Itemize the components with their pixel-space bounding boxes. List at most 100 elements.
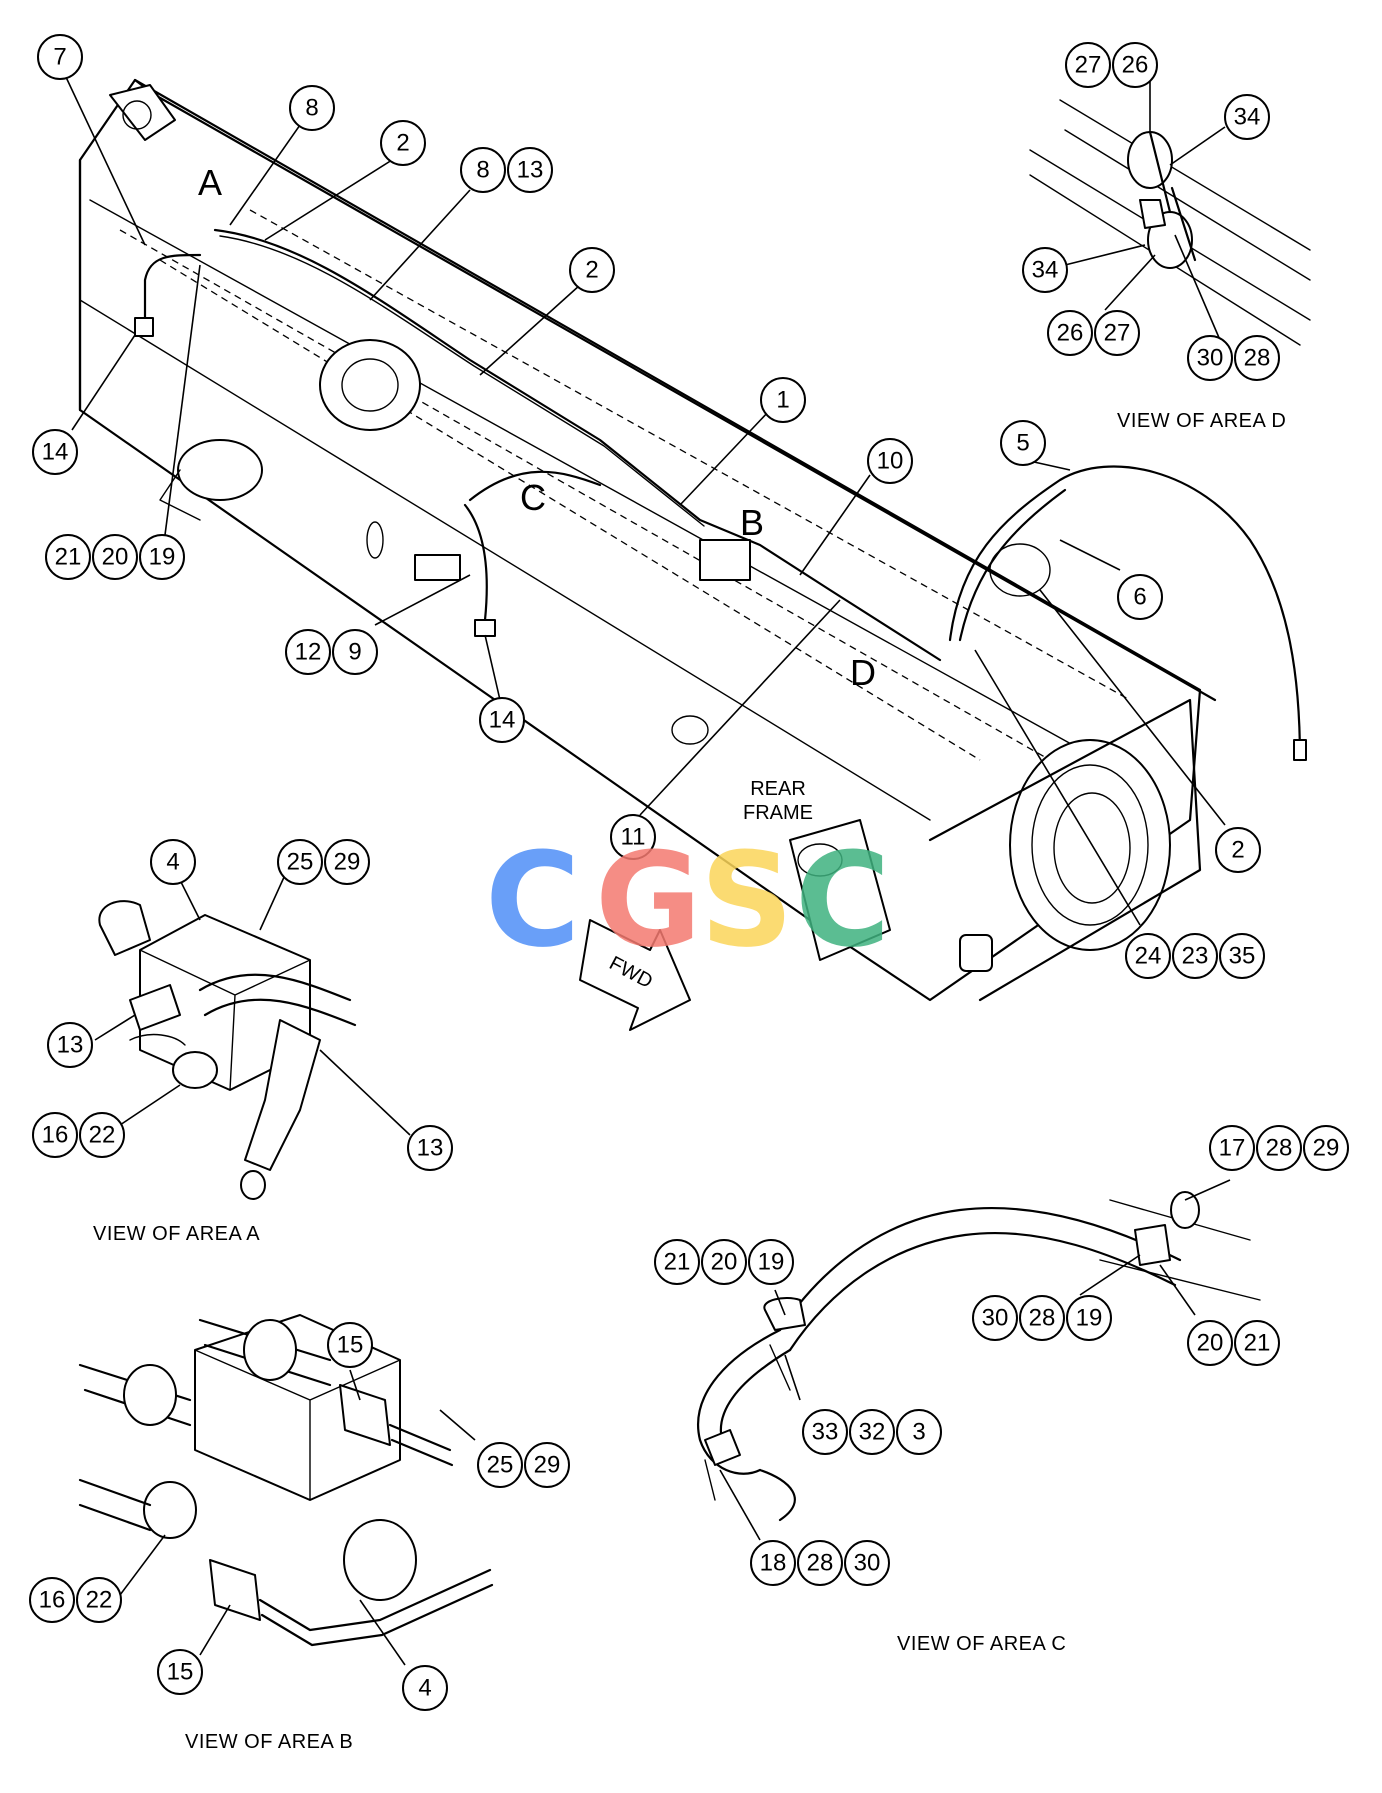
callout-main-11: 11 xyxy=(610,814,656,860)
svg-text:4: 4 xyxy=(418,1675,431,1702)
svg-text:2: 2 xyxy=(396,130,409,157)
callout-d-26a: 26 xyxy=(1112,42,1158,88)
svg-text:5: 5 xyxy=(1016,430,1029,457)
svg-text:7: 7 xyxy=(53,44,66,71)
callout-c-29: 29 xyxy=(1303,1125,1349,1171)
callout-c-28a: 28 xyxy=(1256,1125,1302,1171)
callout-main-7: 7 xyxy=(37,34,83,80)
area-letter-b: B xyxy=(740,502,764,543)
callout-a-22: 22 xyxy=(79,1112,125,1158)
svg-text:23: 23 xyxy=(1182,943,1209,970)
svg-text:29: 29 xyxy=(534,1452,561,1479)
svg-text:21: 21 xyxy=(55,544,82,571)
rear-frame-label-line2: FRAME xyxy=(743,802,813,824)
svg-text:6: 6 xyxy=(1133,584,1146,611)
svg-text:35: 35 xyxy=(1229,943,1256,970)
callout-a-13b: 13 xyxy=(407,1125,453,1171)
svg-text:15: 15 xyxy=(337,1332,364,1359)
svg-text:19: 19 xyxy=(149,544,176,571)
callout-a-29: 29 xyxy=(324,839,370,885)
svg-text:20: 20 xyxy=(711,1249,738,1276)
area-a-drawing xyxy=(98,900,357,1200)
svg-text:19: 19 xyxy=(758,1249,785,1276)
svg-text:16: 16 xyxy=(42,1122,69,1149)
callout-b-15a: 15 xyxy=(327,1322,373,1368)
callout-main-14b: 14 xyxy=(479,697,525,743)
svg-text:C: C xyxy=(795,824,890,976)
callout-a-4: 4 xyxy=(150,839,196,885)
fwd-arrow: FWD xyxy=(579,919,691,1031)
callout-b-15b: 15 xyxy=(157,1649,203,1695)
cgsc-watermark: C G S C xyxy=(485,824,890,976)
rear-frame-drawing xyxy=(78,78,1307,1002)
svg-text:34: 34 xyxy=(1032,257,1059,284)
svg-text:29: 29 xyxy=(1313,1135,1340,1162)
callout-c-20a: 20 xyxy=(701,1239,747,1285)
callout-main-2c: 2 xyxy=(1215,827,1261,873)
svg-text:1: 1 xyxy=(776,387,789,414)
svg-text:26: 26 xyxy=(1122,52,1149,79)
callout-main-10: 10 xyxy=(867,438,913,484)
callout-main-1: 1 xyxy=(760,377,806,423)
caption-area-c: VIEW OF AREA C xyxy=(897,1633,1066,1655)
callout-c-20b: 20 xyxy=(1187,1320,1233,1366)
callout-c-17: 17 xyxy=(1209,1125,1255,1171)
area-c-drawing xyxy=(697,1191,1261,1522)
callout-c-28c: 28 xyxy=(797,1540,843,1586)
svg-text:13: 13 xyxy=(417,1135,444,1162)
callout-b-22: 22 xyxy=(76,1577,122,1623)
svg-text:22: 22 xyxy=(86,1587,113,1614)
callout-a-16: 16 xyxy=(32,1112,78,1158)
svg-text:30: 30 xyxy=(854,1550,881,1577)
svg-text:24: 24 xyxy=(1135,943,1162,970)
svg-text:13: 13 xyxy=(517,157,544,184)
svg-text:20: 20 xyxy=(1197,1330,1224,1357)
svg-text:4: 4 xyxy=(166,849,179,876)
svg-text:26: 26 xyxy=(1057,320,1084,347)
svg-text:28: 28 xyxy=(1244,345,1271,372)
callout-d-34a: 34 xyxy=(1224,94,1270,140)
svg-text:32: 32 xyxy=(859,1419,886,1446)
callout-main-23: 23 xyxy=(1172,933,1218,979)
callout-main-2b: 2 xyxy=(569,247,615,293)
svg-text:20: 20 xyxy=(102,544,129,571)
svg-text:21: 21 xyxy=(1244,1330,1271,1357)
caption-area-b: VIEW OF AREA B xyxy=(185,1731,353,1753)
callout-c-18: 18 xyxy=(750,1540,796,1586)
callout-main-21: 21 xyxy=(45,534,91,580)
callout-d-30: 30 xyxy=(1187,335,1233,381)
callout-c-21b: 21 xyxy=(1234,1320,1280,1366)
svg-text:28: 28 xyxy=(1029,1305,1056,1332)
callout-main-19: 19 xyxy=(139,534,185,580)
callout-c-30a: 30 xyxy=(972,1295,1018,1341)
svg-text:18: 18 xyxy=(760,1550,787,1577)
callout-c-33: 33 xyxy=(802,1409,848,1455)
svg-text:14: 14 xyxy=(42,439,69,466)
svg-text:3: 3 xyxy=(912,1419,925,1446)
callout-main-12: 12 xyxy=(285,629,331,675)
svg-text:29: 29 xyxy=(334,849,361,876)
svg-text:17: 17 xyxy=(1219,1135,1246,1162)
svg-text:25: 25 xyxy=(287,849,314,876)
svg-text:22: 22 xyxy=(89,1122,116,1149)
callout-d-27a: 27 xyxy=(1065,42,1111,88)
svg-text:27: 27 xyxy=(1104,320,1131,347)
callout-main-8b: 8 xyxy=(460,147,506,193)
svg-text:30: 30 xyxy=(1197,345,1224,372)
svg-text:8: 8 xyxy=(305,95,318,122)
callout-main-9: 9 xyxy=(332,629,378,675)
callout-main-35: 35 xyxy=(1219,933,1265,979)
caption-area-a: VIEW OF AREA A xyxy=(93,1223,260,1245)
callout-d-27b: 27 xyxy=(1094,310,1140,356)
callout-c-30b: 30 xyxy=(844,1540,890,1586)
callout-main-14a: 14 xyxy=(32,429,78,475)
callout-d-28: 28 xyxy=(1234,335,1280,381)
area-d-drawing xyxy=(1029,99,1311,346)
leader-lines xyxy=(64,74,1231,1666)
callout-c-19a: 19 xyxy=(748,1239,794,1285)
area-letter-d: D xyxy=(850,652,876,693)
svg-text:28: 28 xyxy=(1266,1135,1293,1162)
area-letter-c: C xyxy=(520,477,546,518)
svg-text:16: 16 xyxy=(39,1587,66,1614)
